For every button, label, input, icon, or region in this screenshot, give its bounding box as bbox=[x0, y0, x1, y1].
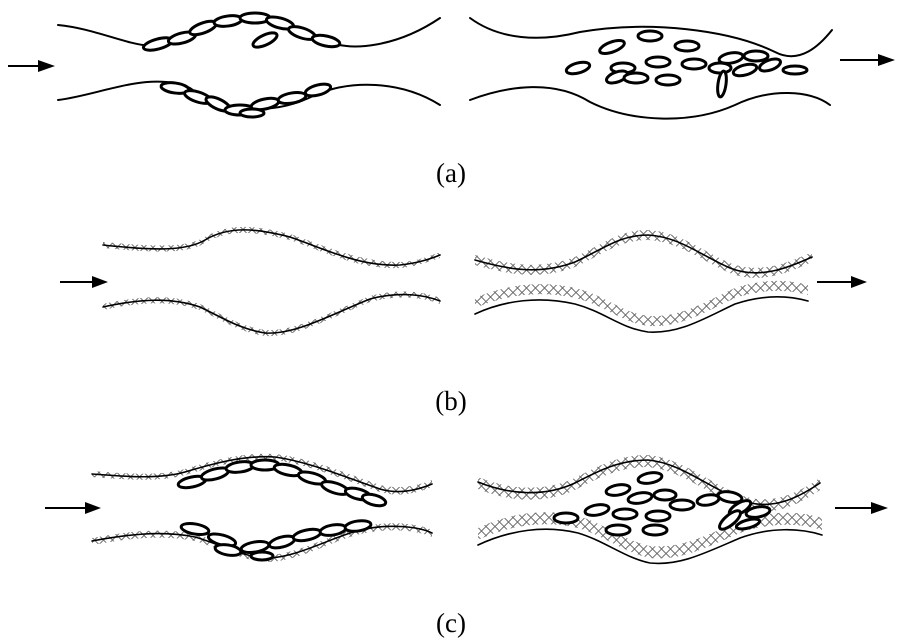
inflow-arrow bbox=[45, 502, 101, 514]
pore-wall-lower bbox=[103, 295, 440, 334]
biofilm-layer bbox=[475, 281, 808, 326]
inflow-arrow bbox=[60, 276, 108, 288]
panel-caption: (b) bbox=[435, 386, 466, 416]
panel-c: (c) bbox=[45, 454, 888, 638]
outflow-arrow bbox=[840, 54, 895, 66]
suspended-cells bbox=[565, 31, 807, 97]
attached-cells bbox=[142, 13, 341, 117]
biofilm-layer bbox=[103, 292, 440, 337]
panel-caption: (a) bbox=[436, 158, 466, 188]
pore-wall-lower bbox=[475, 297, 808, 332]
outflow-arrow bbox=[817, 276, 867, 288]
panel-a: (a) bbox=[8, 13, 895, 188]
pore-wall-lower bbox=[470, 87, 830, 118]
biofilm-layer bbox=[475, 230, 812, 278]
panel-b: (b) bbox=[60, 227, 867, 416]
inflow-arrow bbox=[8, 60, 55, 72]
panel-caption: (c) bbox=[436, 608, 466, 638]
outflow-arrow bbox=[835, 502, 888, 514]
